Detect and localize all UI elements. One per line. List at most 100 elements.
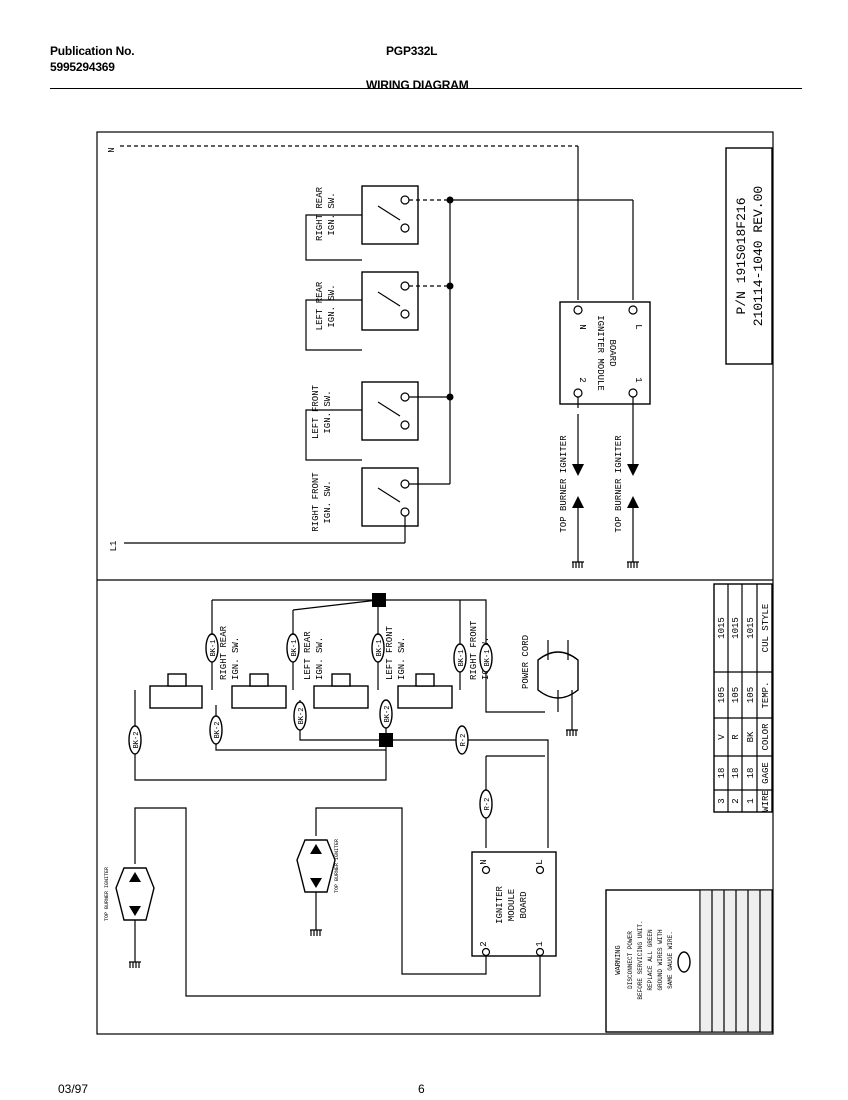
switch-label-line2: IGN. SW. <box>323 390 333 433</box>
table-header-gage: GAGE <box>761 762 771 784</box>
switch-terminal <box>400 223 410 233</box>
igniter-wire <box>134 807 541 997</box>
table-header-color: COLOR <box>761 723 771 751</box>
schematic-switch-right-rear <box>361 185 419 245</box>
switch-contact <box>377 487 401 503</box>
wire-tag <box>371 633 385 663</box>
table-cell: 105 <box>731 687 741 703</box>
power-cord-plug-icon <box>537 651 579 699</box>
wire-tag <box>479 789 493 819</box>
module-label-line1: IGNITER MODULE <box>595 315 605 391</box>
warning-line: GROUND WIRES WITH <box>657 929 664 991</box>
wire-tag-text: BK-1 <box>458 650 466 667</box>
model-number: PGP332L <box>386 44 438 58</box>
module-term-2-label: 2 <box>479 941 489 946</box>
power-cord-label: POWER CORD <box>521 635 531 689</box>
switch-label-line1: LEFT FRONT <box>311 384 321 439</box>
line-l1-label: L1 <box>109 541 119 552</box>
publication-number: 5995294369 <box>50 60 115 74</box>
switch-contact <box>377 205 401 221</box>
switch-shaft <box>167 673 187 687</box>
pictorial-section: RIGHT REAR IGN. SW. LEFT REAR IGN. SW. L… <box>104 593 579 997</box>
module-terminal-l <box>628 305 638 315</box>
table-cell: 1 <box>746 798 756 803</box>
wire-tag-text: BK-1 <box>484 650 492 667</box>
table-cell: BK <box>746 731 756 742</box>
part-number: P/N 191S018F216 <box>734 197 749 314</box>
schematic-switch-right-front <box>361 467 419 527</box>
table-cell: V <box>717 734 727 740</box>
wire-tag <box>293 701 307 731</box>
harness-wire <box>212 599 545 713</box>
switch-terminal <box>400 420 410 430</box>
switch-terminal <box>400 507 410 517</box>
page-number: 6 <box>418 1082 425 1096</box>
switch-label-line1: LEFT REAR <box>315 281 325 330</box>
table-cell: 3 <box>717 798 727 803</box>
table-header-wire: WIRE <box>761 790 771 812</box>
pictorial-switch-left-front <box>313 685 369 709</box>
module-terminal-2 <box>481 947 491 957</box>
module-term-1-label: 1 <box>535 941 545 946</box>
warning-line: DISCONNECT POWER <box>627 931 634 989</box>
publication-label: Publication No. <box>50 44 135 58</box>
pictorial-igniter-label: TOP BURNER IGNITER <box>334 839 340 893</box>
pictorial-switch-label-line1: RIGHT REAR <box>219 625 229 680</box>
switch-contact <box>377 291 401 307</box>
ground-icon <box>572 561 584 568</box>
pictorial-switch-label-line1: RIGHT FRONT <box>469 620 479 680</box>
module-term-n-label: N <box>479 859 489 864</box>
wire-tag-text: R-2 <box>460 734 468 747</box>
wire-tag <box>286 633 300 663</box>
table-cell: 18 <box>731 768 741 779</box>
module-term-l-label: L <box>633 324 643 329</box>
switch-shaft <box>249 673 269 687</box>
module-term-l-label: L <box>535 859 545 864</box>
schematic-switch-left-front <box>361 381 419 441</box>
warning-line: SAME GAUGE WIRE. <box>667 931 674 989</box>
switch-terminal <box>400 195 410 205</box>
footer-date: 03/97 <box>58 1082 89 1096</box>
header-rule <box>50 88 802 89</box>
pictorial-switch-label-line2: IGN. SW. <box>231 637 241 680</box>
pictorial-igniter-label: TOP BURNER IGNITER <box>104 867 110 921</box>
wire-tag-text: BK-1 <box>376 640 384 657</box>
switch-label-line1: RIGHT FRONT <box>311 472 321 532</box>
switch-label-line2: IGN. SW. <box>327 192 337 235</box>
switch-bracket <box>305 409 362 461</box>
switch-label-line2: IGN. SW. <box>323 480 333 523</box>
wire-tag <box>205 633 219 663</box>
wire-tag-text: BK-1 <box>210 640 218 657</box>
pictorial-igniter-right <box>296 839 336 893</box>
switch-terminal <box>400 309 410 319</box>
switch-terminal <box>400 392 410 402</box>
table-cell: R <box>731 734 741 740</box>
schematic-igniter-label: TOP BURNER IGNITER <box>559 435 569 533</box>
module-terminal-n <box>481 865 491 875</box>
module-terminal-1 <box>628 388 638 398</box>
wire-tag <box>453 643 467 673</box>
warning-line: BEFORE SERVICING UNIT. <box>637 920 644 999</box>
wire-tag <box>209 715 223 745</box>
igniter-arrow-icon <box>627 496 639 508</box>
wire-tag-text: BK-2 <box>133 732 141 749</box>
module-terminal-1 <box>535 947 545 957</box>
switch-bracket <box>305 299 362 351</box>
switch-bracket <box>305 214 362 261</box>
module-label-line2: MODULE <box>507 889 517 921</box>
wire-tag <box>479 643 493 673</box>
module-term-2-label: 2 <box>577 377 587 382</box>
module-label-line3: BOARD <box>519 891 529 918</box>
splice-connector <box>379 733 393 747</box>
igniter-arrow-icon <box>572 496 584 508</box>
part-number-box <box>725 147 773 365</box>
warning-title: WARNING <box>615 945 623 974</box>
ul-mark-icon <box>677 951 691 973</box>
wire-tags: BK-1 BK-1 BK-1 BK-1 BK-1 BK-2 BK-2 BK-2 … <box>128 633 493 819</box>
wire-tag-text: BK-2 <box>384 706 392 723</box>
pictorial-switch-label-line2: IGN. SW. <box>397 637 407 680</box>
wire-tag-text: BK-2 <box>298 708 306 725</box>
igniter-arrow-icon <box>310 878 322 888</box>
switch-shaft <box>331 673 351 687</box>
wire-tag <box>128 725 142 755</box>
